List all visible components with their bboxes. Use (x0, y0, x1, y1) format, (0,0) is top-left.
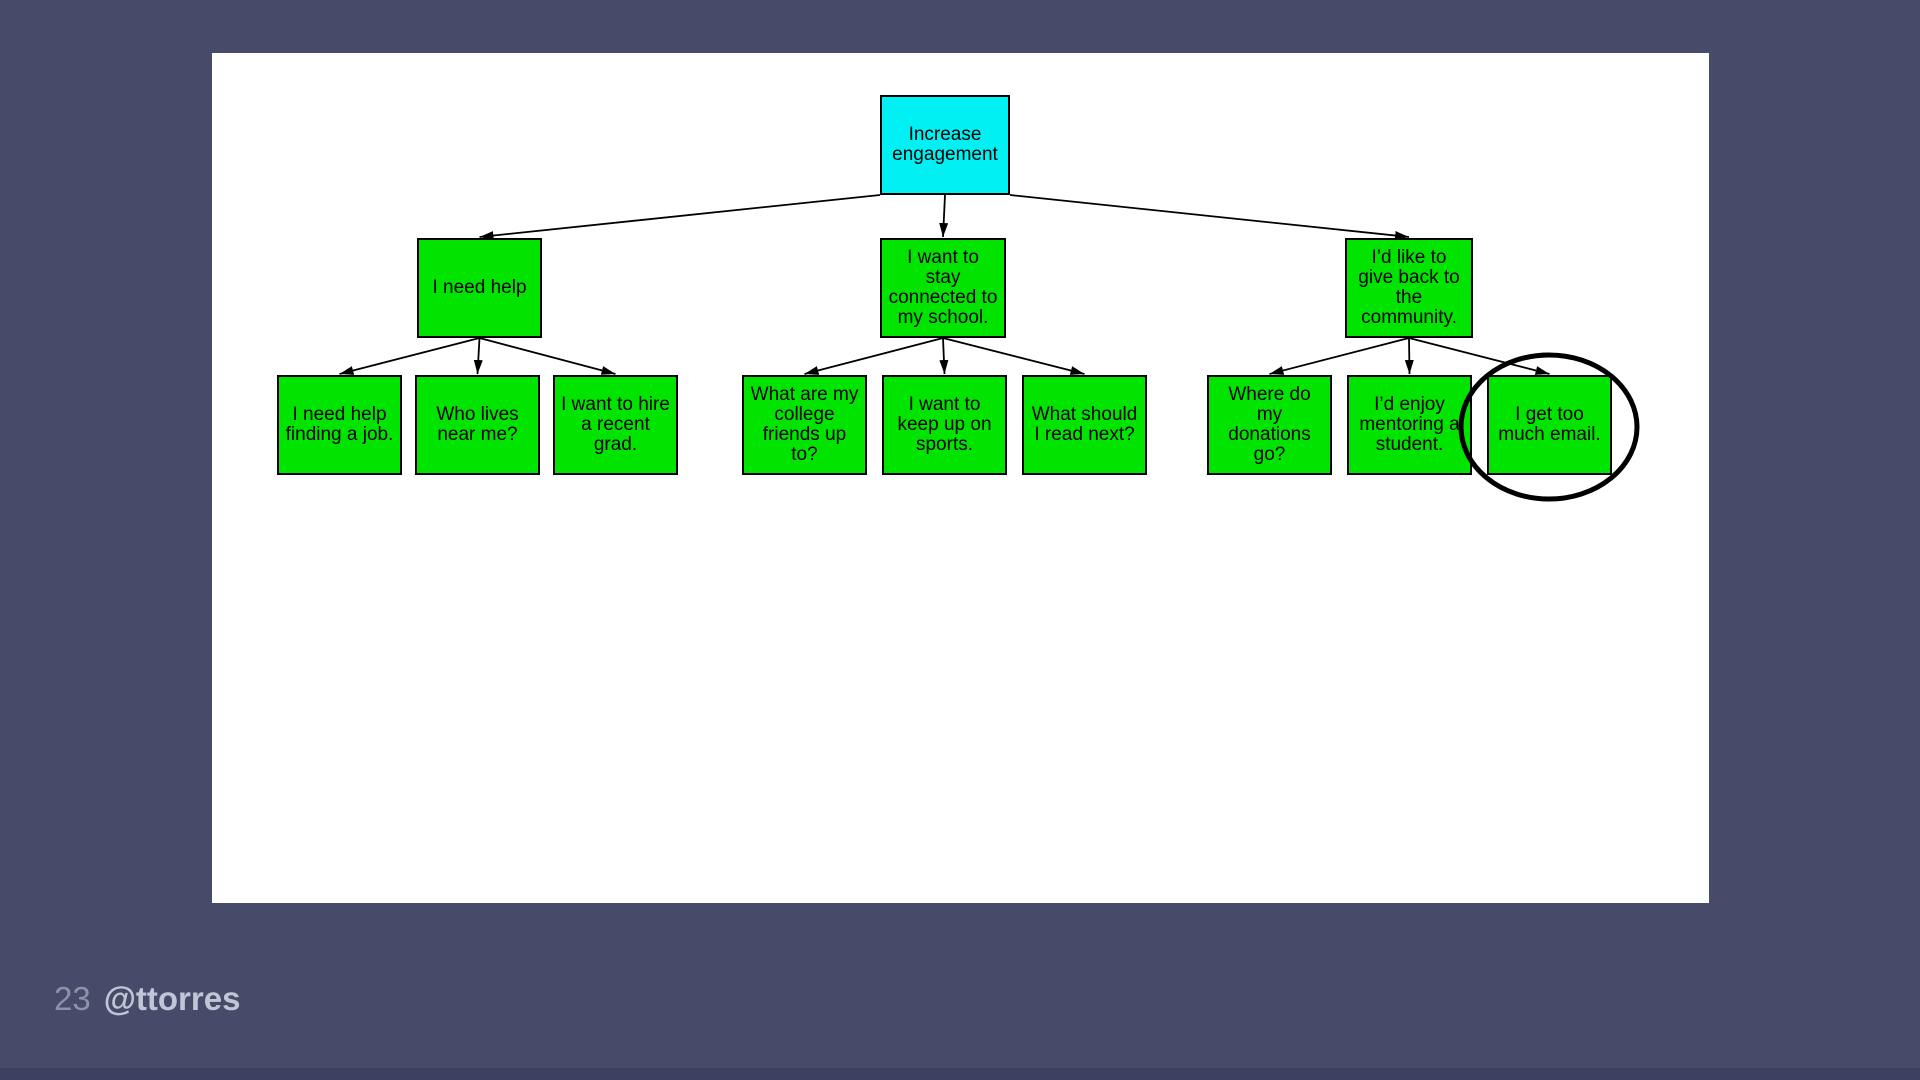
bottom-bar (0, 1068, 1920, 1080)
slide-footer: 23 @ttorres (54, 981, 240, 1017)
slide-canvas (212, 53, 1709, 903)
author-handle: @ttorres (103, 980, 241, 1017)
page-number: 23 (54, 980, 91, 1017)
